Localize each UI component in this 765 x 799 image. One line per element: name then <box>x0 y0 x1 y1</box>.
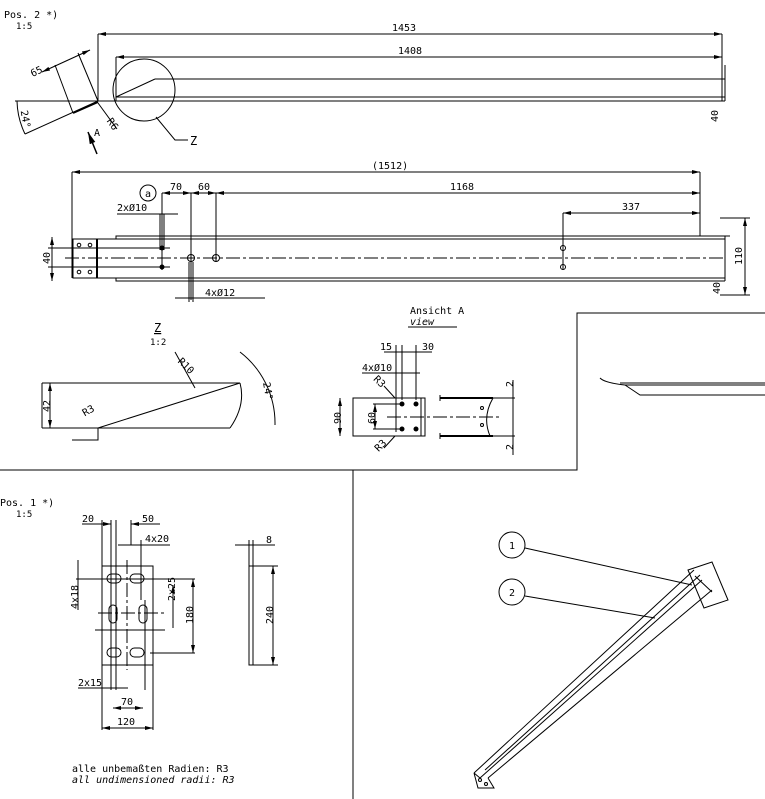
dim-15: 15 <box>380 342 392 353</box>
dim-40-right: 40 <box>712 282 723 294</box>
dim-r6: R6 <box>104 116 120 132</box>
pos1-scale: 1:5 <box>16 510 32 520</box>
dim-120: 120 <box>117 717 135 728</box>
dim-90: 90 <box>333 412 344 424</box>
pos1-plate-view: Pos. 1 *) 1:5 20 50 4x20 4x18 2x25 180 2… <box>0 498 278 786</box>
dim-2-top: 2 <box>505 381 516 387</box>
dim-r3-z: R3 <box>81 404 97 420</box>
dim-24-deg-z: 24° <box>260 381 274 401</box>
balloon-a: a <box>145 189 151 200</box>
detail-z-view: Z 1:2 R10 R3 42 24° <box>41 321 276 441</box>
dim-1512: (1512) <box>372 161 408 172</box>
dim-110: 110 <box>734 247 745 265</box>
dim-40-left: 40 <box>42 252 53 264</box>
note-radii-de: alle unbemaßten Radien: R3 <box>72 764 229 775</box>
dim-60-a: 60 <box>367 412 378 424</box>
dim-2x25: 2x25 <box>167 577 178 601</box>
detail-z-scale: 1:2 <box>150 338 166 348</box>
dim-2x-dia10: 2xØ10 <box>117 202 147 214</box>
view-a: Ansicht A view 15 30 4xØ10 R3 R3 90 60 2… <box>333 306 516 455</box>
dim-1453: 1453 <box>392 23 416 34</box>
sheet-borders <box>0 312 765 799</box>
dim-2-bottom: 2 <box>505 444 516 450</box>
view-a-title: Ansicht A <box>410 306 464 317</box>
balloon-1: 1 <box>509 541 515 552</box>
dim-337: 337 <box>622 202 640 213</box>
dim-1408: 1408 <box>398 46 422 57</box>
view-arrow-a: A <box>94 128 100 139</box>
assembly-isometric-view: 1 2 <box>473 531 729 789</box>
dim-65: 65 <box>29 65 45 80</box>
dim-50: 50 <box>142 514 154 525</box>
balloon-2: 2 <box>509 588 515 599</box>
dim-70: 70 <box>170 182 182 193</box>
dim-r10: R10 <box>175 356 196 377</box>
partial-section-view <box>599 377 765 396</box>
dim-r3-top: R3 <box>371 374 387 390</box>
dim-4x-dia12: 4xØ12 <box>205 287 235 299</box>
pos2-top-view: Pos. 2 *) 1:5 1453 1408 65 24° R6 A Z 40 <box>4 10 726 155</box>
note-radii-en: all undimensioned radii: R3 <box>72 775 235 786</box>
dim-4x-dia10: 4xØ10 <box>362 362 392 374</box>
dim-40-top: 40 <box>710 110 721 122</box>
pos2-front-view: (1512) a 70 60 1168 337 2xØ10 4xØ12 40 1… <box>42 161 750 302</box>
dim-70-pos1: 70 <box>121 697 133 708</box>
dim-r3-bottom: R3 <box>373 438 389 454</box>
dim-20: 20 <box>82 514 94 525</box>
dim-24-deg: 24° <box>18 109 32 129</box>
detail-z-title: Z <box>154 321 161 335</box>
dim-240: 240 <box>265 606 276 624</box>
dim-4x18: 4x18 <box>70 585 81 609</box>
dim-2x15: 2x15 <box>78 678 102 689</box>
pos2-scale: 1:5 <box>16 22 32 32</box>
dim-180: 180 <box>185 606 196 624</box>
dim-30: 30 <box>422 342 434 353</box>
detail-z-callout: Z <box>190 134 197 148</box>
view-a-subtitle: view <box>410 317 435 328</box>
dim-1168: 1168 <box>450 182 474 193</box>
pos2-label: Pos. 2 *) <box>4 10 58 21</box>
pos1-label: Pos. 1 *) <box>0 498 54 509</box>
dim-8: 8 <box>266 535 272 546</box>
dim-4x20: 4x20 <box>145 534 169 545</box>
dim-60: 60 <box>198 182 210 193</box>
dim-42: 42 <box>42 400 53 412</box>
